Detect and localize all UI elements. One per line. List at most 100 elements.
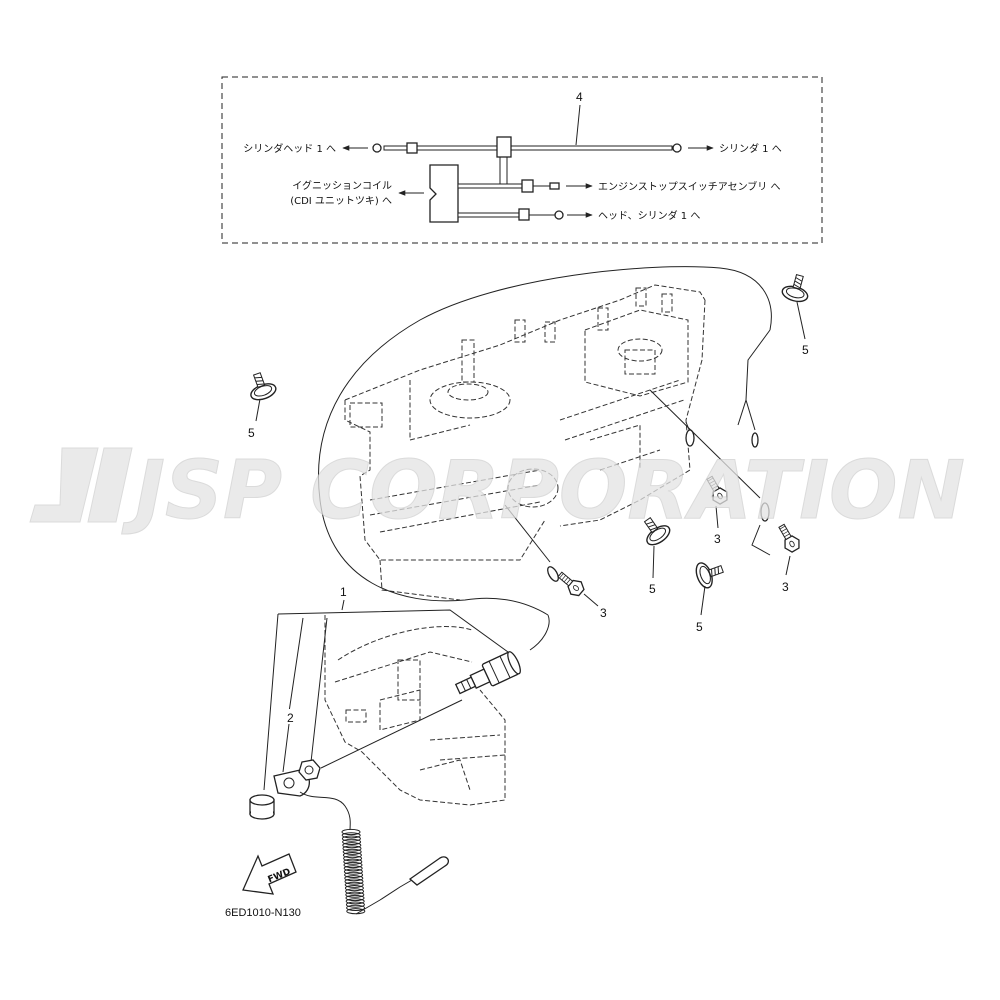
bracket-recess-1 (345, 709, 367, 723)
harness-band-clamp (496, 136, 512, 158)
block-rib-3 (379, 501, 541, 533)
connector-block-bottom (518, 208, 530, 221)
ring-terminal-bottom-icon (554, 210, 564, 220)
watermark-logo (29, 447, 133, 523)
bolt-3 (554, 567, 588, 600)
crankshaft-end (461, 339, 475, 383)
bracket-outline (324, 615, 506, 806)
connector-block-top (406, 142, 418, 154)
ground-wire-3 (649, 389, 771, 556)
cable-routing-outline (318, 266, 772, 616)
label-to-cylinder-1: シリンダ 1 へ (719, 142, 782, 155)
engine-stop-switch (454, 651, 521, 695)
lanyard-cord (299, 791, 351, 831)
ring-terminal-left-icon (372, 143, 382, 153)
label-to-head-cylinder-1: ヘッド、シリンダ 1 へ (598, 209, 700, 222)
coil-loop (342, 845, 362, 852)
callout-5-lower-leader (700, 585, 706, 616)
label-to-cylinder-head-1: シリンダヘッド 1 へ (243, 142, 336, 155)
coil-loop (341, 832, 361, 839)
block-rib-2 (369, 484, 541, 516)
label-to-ignition-coil-line2: (CDI ユニットツキ) へ (290, 196, 392, 207)
coil-loop (343, 865, 363, 872)
callout-2: 2 (287, 711, 294, 725)
ring-terminal-right-icon (672, 143, 682, 153)
inset-dashed-frame (221, 76, 823, 244)
callouts: 5 5 3 3 3 5 5 1 2 (248, 301, 809, 791)
callout-4-leader (575, 104, 581, 146)
callout-5-top-right-leader (796, 301, 806, 340)
coil-loop (344, 878, 364, 885)
wire-to-switch (529, 614, 550, 651)
connector-block-middle (521, 179, 534, 193)
coil-loop (342, 838, 362, 846)
coil-loop (343, 855, 363, 862)
label-to-engine-stop-switch: エンジンストップスイッチアセンブリ へ (598, 180, 780, 193)
spark-plug-boss (507, 468, 559, 508)
harness-bottom-wire (457, 212, 521, 218)
coil-loop (345, 891, 365, 898)
label-to-ignition-coil-line1: イグニッションコイル (292, 179, 392, 192)
harness-top-wire (383, 145, 673, 151)
bracket-top-curve (337, 626, 473, 661)
coil-loop (345, 894, 365, 902)
lanyard-clip-hole (283, 777, 295, 789)
ground-terminal-2 (685, 429, 695, 447)
switch-cap-mask (251, 806, 273, 813)
callout-5-top-right: 5 (802, 343, 809, 357)
coil-loop (342, 842, 362, 849)
cylinder-head-block (584, 309, 689, 397)
block-side-detail (409, 380, 661, 471)
boss-1 (514, 319, 526, 343)
ignition-coil-connector (429, 164, 459, 223)
coil-loop (343, 861, 363, 869)
engine-right-face (559, 299, 706, 527)
callout-2-backdrop (284, 709, 297, 724)
wire-to-clamp-right (737, 329, 771, 431)
hose-clamp-top-right (779, 271, 814, 305)
callout-5-middle-leader (652, 545, 655, 579)
coil-loop (342, 852, 362, 859)
coil-loop (345, 901, 365, 908)
engine-block-outline (344, 284, 706, 601)
boss-4 (635, 287, 647, 307)
coil-loop (343, 868, 363, 875)
bracket-lines (429, 734, 506, 761)
coil-loop (341, 835, 361, 842)
block-bottom (379, 559, 461, 601)
callout-1: 1 (340, 585, 347, 599)
coil-loop (346, 908, 366, 915)
watermark: JSP CORPORATION (29, 444, 965, 538)
coil-loop (344, 885, 364, 892)
lanyard-coil (341, 828, 366, 915)
crankshaft-boss-outer (429, 381, 511, 419)
callout-5-left-leader (255, 398, 261, 422)
callout-3-a: 3 (714, 532, 721, 546)
harness-middle-wire (457, 183, 524, 189)
lanyard-tail (355, 879, 413, 915)
wire-terminal-right (751, 432, 759, 448)
coil-loop (345, 898, 365, 905)
callout-5-left: 5 (248, 426, 255, 440)
engine-top-face (344, 284, 706, 401)
coil-loop (344, 881, 364, 888)
coil-loop (346, 904, 366, 912)
bracket-ridge (334, 651, 473, 683)
bracket-recess-3 (419, 759, 471, 791)
block-rib-4 (559, 379, 685, 441)
boss-2 (544, 321, 556, 343)
switch-body-facets (488, 655, 511, 684)
fwd-direction-arrow: FWD (242, 853, 297, 895)
engine-front-face (344, 400, 546, 561)
hose-clamp-left (243, 368, 279, 404)
crankshaft-boss-inner (447, 383, 489, 401)
bracket-recess-2 (379, 689, 421, 731)
fwd-arrow-icon (242, 853, 297, 895)
coil-loop (345, 888, 365, 895)
lock-nut (298, 759, 321, 781)
coil-loop (341, 828, 361, 836)
head-cylinder-top (617, 338, 663, 362)
boss-5 (661, 293, 673, 313)
drawing-code: 6ED1010-N130 (225, 907, 301, 919)
callout-4: 4 (576, 90, 583, 104)
